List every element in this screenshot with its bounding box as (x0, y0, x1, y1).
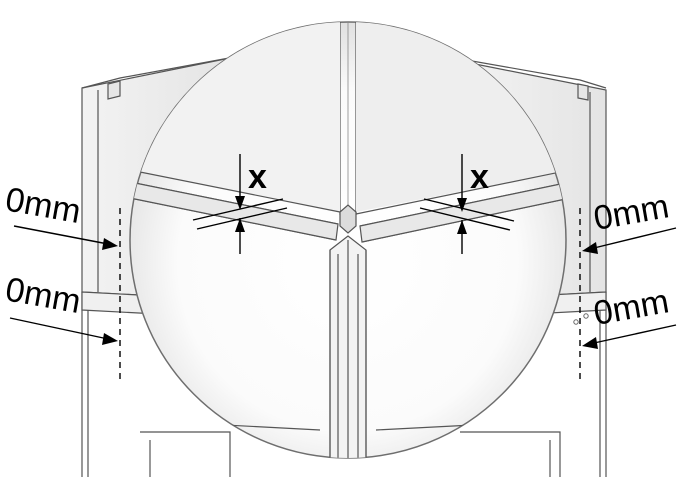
dimension-x-left-label: x (248, 158, 267, 196)
dimension-x-right-label: x (470, 158, 489, 196)
dimension-x-right (419, 154, 515, 254)
gap-label-left-top: 0mm (3, 180, 84, 231)
gap-marker-right (579, 208, 677, 380)
dimension-x-left (192, 154, 288, 254)
screw-markers (573, 313, 589, 325)
gap-label-left-bottom: 0mm (3, 270, 84, 321)
gap-marker-left (9, 208, 121, 380)
